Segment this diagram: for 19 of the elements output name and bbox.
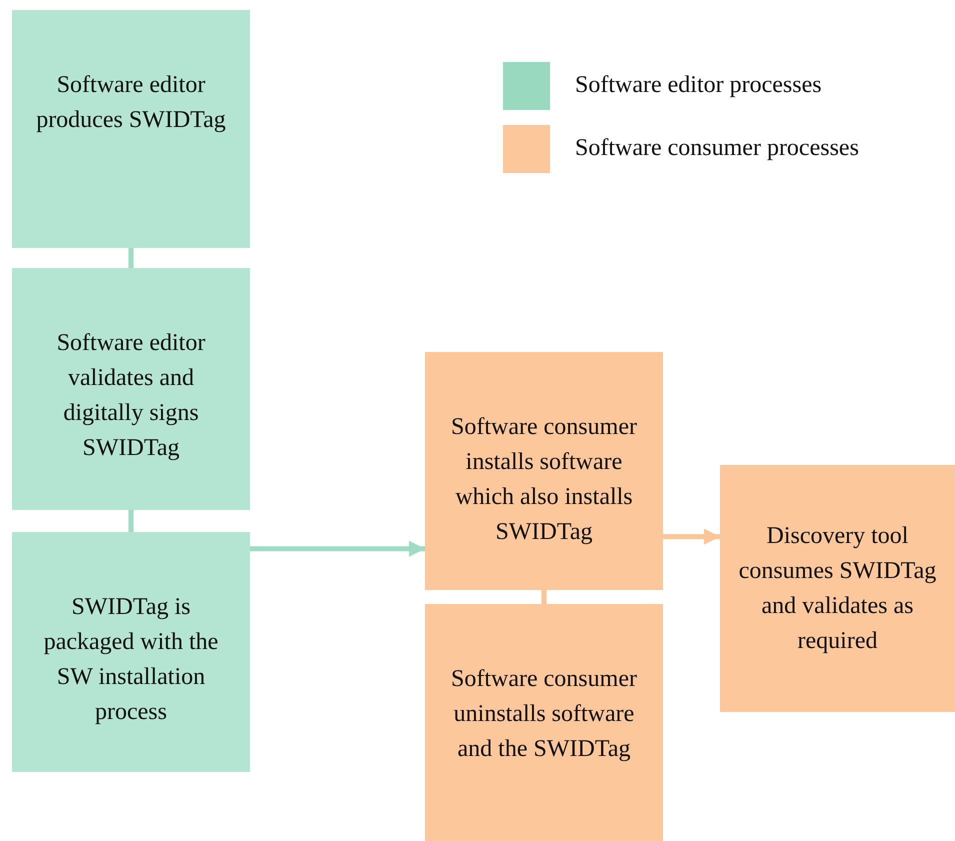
process-box — [12, 532, 250, 772]
box-text: Software editor produces SWIDTag — [35, 71, 227, 135]
box-text: Discovery tool consumes SWIDTag and validates as required — [738, 522, 938, 656]
legend-text: Software editor processes — [575, 72, 822, 99]
process-box — [12, 10, 250, 248]
process-box — [425, 604, 663, 841]
box-text: Software consumer installs software which also installs SWIDTag — [450, 413, 638, 547]
process-box — [12, 268, 250, 510]
connector-line — [542, 590, 546, 604]
box-text: SWIDTag is packaged with the SW installation process — [42, 593, 220, 727]
connector-line — [128, 510, 134, 532]
connector-line — [128, 248, 134, 268]
box-text: Software consumer uninstalls software and the SWIDTag — [450, 665, 638, 764]
arrow — [250, 540, 425, 557]
arrow — [663, 528, 720, 545]
legend-text: Software consumer processes — [575, 135, 859, 162]
process-box — [720, 465, 955, 712]
box-text: Software editor validates and digitally signs SWIDTag — [56, 329, 206, 463]
process-box — [425, 352, 663, 590]
